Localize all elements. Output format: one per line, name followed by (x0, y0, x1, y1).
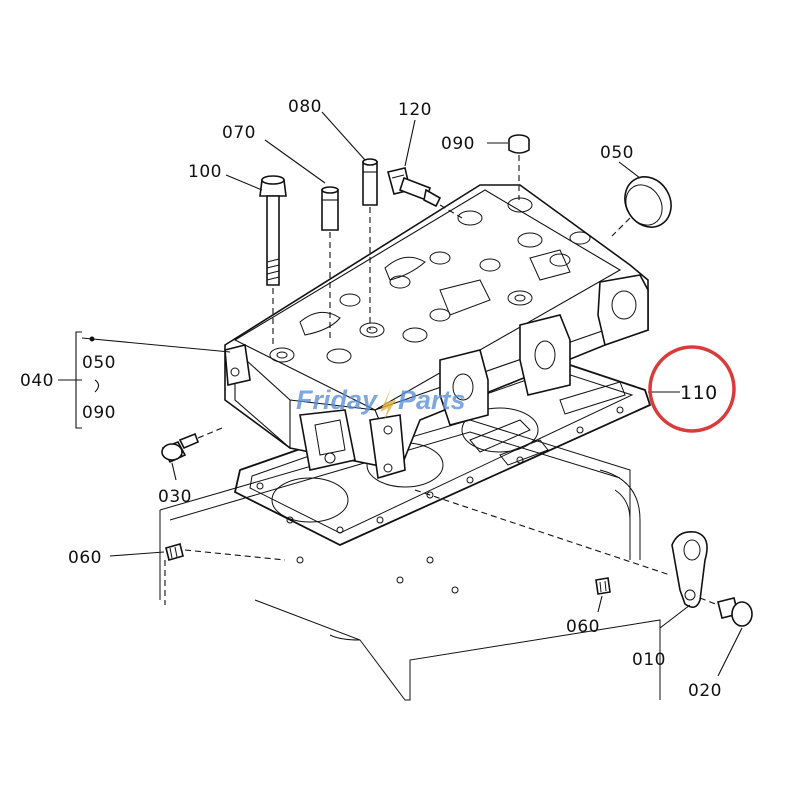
label-110: 110 (680, 382, 718, 404)
highlight-circle (648, 345, 736, 433)
head-bolt (259, 175, 287, 348)
engine-block (159, 419, 661, 701)
valve-guide (321, 186, 339, 340)
label-070: 070 (222, 123, 256, 143)
label-040: 040 (20, 371, 54, 391)
label-050-group: 050 (82, 353, 116, 373)
label-060-left: 060 (68, 548, 102, 568)
label-030: 030 (158, 487, 192, 507)
dowel-pin-right (595, 577, 611, 595)
side-bolt (161, 427, 223, 464)
label-050-top: 050 (600, 143, 634, 163)
watermark-text-a: Friday (296, 385, 379, 415)
label-100: 100 (188, 162, 222, 182)
valve-guide-2 (362, 158, 378, 330)
lifting-eye (414, 489, 708, 608)
group-bracket (75, 331, 100, 429)
lifting-eye-bolt (699, 597, 753, 627)
label-090-group: 090 (82, 403, 116, 423)
label-010: 010 (632, 650, 666, 670)
dowel-pin-left (165, 543, 286, 561)
watermark: Friday Parts (296, 385, 466, 420)
expansion-plug (611, 176, 672, 237)
label-120: 120 (398, 100, 432, 120)
label-080: 080 (288, 97, 322, 117)
label-060-right: 060 (566, 617, 600, 637)
temperature-sender (387, 167, 463, 219)
label-020: 020 (688, 681, 722, 701)
watermark-text-b: Parts (398, 385, 466, 415)
label-090-top: 090 (441, 134, 475, 154)
leader-lines (58, 111, 743, 677)
watermark-bolt-icon (380, 386, 396, 420)
sealing-plug (508, 134, 530, 200)
cylinder-head (224, 184, 649, 480)
